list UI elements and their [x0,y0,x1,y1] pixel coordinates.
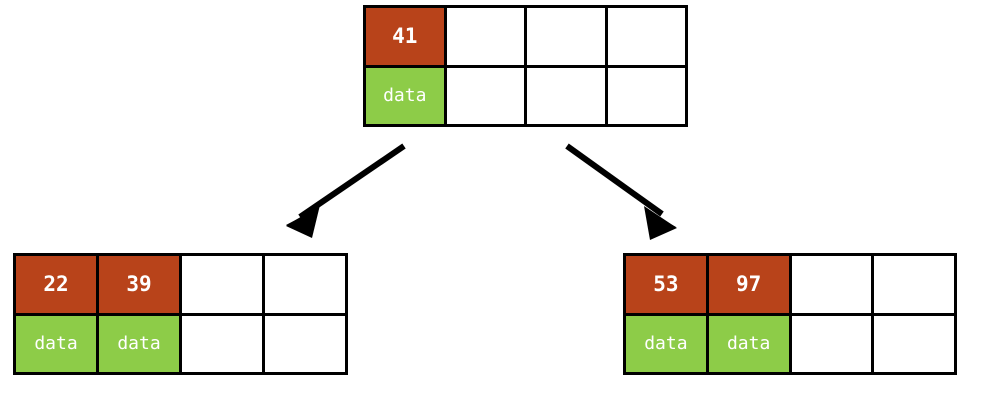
arrow-shaft [298,143,406,220]
root-key-cell-1[interactable] [446,8,527,65]
right-child-key-cell-2[interactable] [791,256,875,313]
right-child-data-cell-0[interactable]: data [626,315,709,372]
arrow-head-fill [644,206,677,240]
root-key-cell-3[interactable] [607,8,685,65]
root-key-row: 41 [366,8,685,68]
root-data-cell-2[interactable] [527,67,608,124]
left-child-data-cell-0[interactable]: data [16,315,99,372]
right-child-data-cell-3[interactable] [874,315,954,372]
arrow-head-fill [286,205,320,238]
left-child-data-row: data data [16,315,345,372]
left-child-key-cell-2[interactable] [182,256,265,313]
right-child-data-cell-2[interactable] [791,315,875,372]
root-data-row: data [366,67,685,124]
root-data-cell-3[interactable] [607,67,685,124]
left-child-data-cell-3[interactable] [265,315,345,372]
root-node[interactable]: 41 data [363,5,688,127]
right-child-data-row: data data [626,315,954,372]
arrow-root-to-right-child [565,143,677,240]
right-child-key-cell-3[interactable] [874,256,954,313]
left-child-node[interactable]: 22 39 data data [13,253,348,375]
left-child-key-cell-3[interactable] [265,256,345,313]
right-child-key-cell-1[interactable]: 97 [708,256,792,313]
root-data-cell-1[interactable] [446,67,527,124]
right-child-data-cell-1[interactable]: data [708,315,792,372]
root-data-cell-0[interactable]: data [366,67,447,124]
left-child-key-cell-0[interactable]: 22 [16,256,99,313]
arrow-root-to-left-child [286,143,406,238]
left-child-data-cell-1[interactable]: data [99,315,182,372]
root-key-cell-2[interactable] [527,8,608,65]
right-child-node[interactable]: 53 97 data data [623,253,957,375]
left-child-data-cell-2[interactable] [182,315,265,372]
root-key-cell-0[interactable]: 41 [366,8,447,65]
right-child-key-row: 53 97 [626,256,954,316]
arrow-shaft [565,143,664,217]
left-child-key-cell-1[interactable]: 39 [99,256,182,313]
arrow-head [646,210,676,238]
left-child-key-row: 22 39 [16,256,345,316]
right-child-key-cell-0[interactable]: 53 [626,256,709,313]
arrow-head [286,208,318,235]
